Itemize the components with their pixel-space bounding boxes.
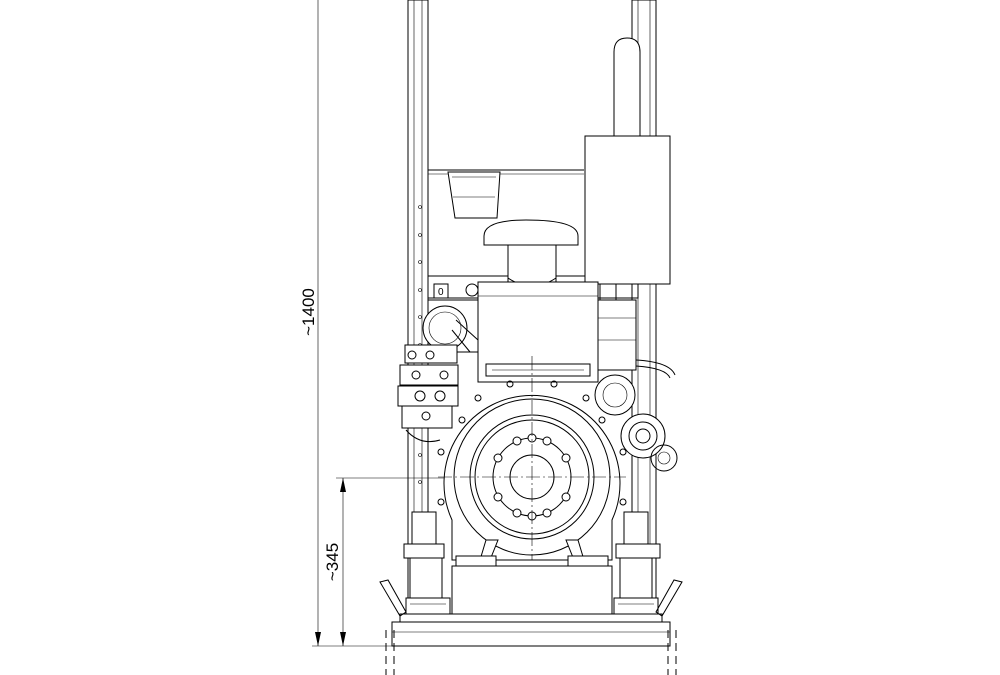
intake-funnel	[447, 171, 501, 219]
left-accessories	[397, 305, 479, 443]
dimension-label-shaft-height: ~345	[323, 543, 342, 581]
right-accessories	[594, 299, 678, 472]
air-filter	[483, 219, 579, 287]
engine-mounts	[403, 511, 661, 615]
exhaust-muffler	[584, 37, 671, 305]
dimension-overall-height: ~1400	[299, 0, 321, 646]
flywheel-housing	[437, 356, 627, 561]
dimension-label-overall-height: ~1400	[299, 288, 318, 336]
base-frame	[379, 579, 683, 675]
svg-text:0: 0	[438, 287, 444, 298]
